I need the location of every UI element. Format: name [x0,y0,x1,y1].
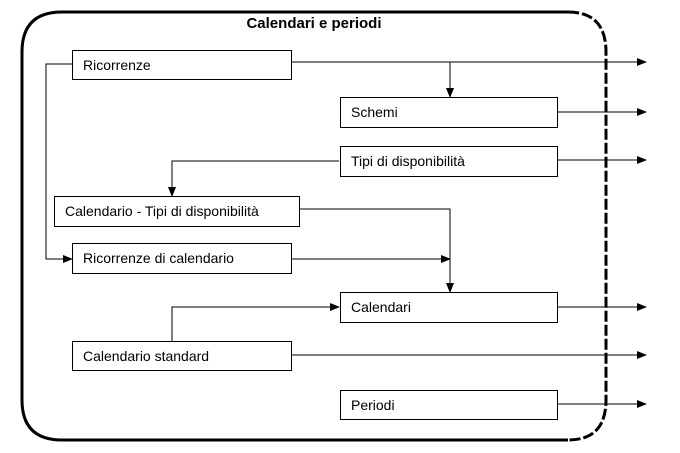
node-calendario-tipi-di-disponibilita: Calendario - Tipi di disponibilità [54,196,300,227]
connector-standard-calendari [171,303,340,341]
node-tipi-di-disponibilita: Tipi di disponibilità [340,146,558,177]
node-ricorrenze: Ricorrenze [72,50,292,80]
node-calendari: Calendari [340,292,558,323]
connector-calendario-tipi-calendari [300,208,454,293]
frame-border [20,10,568,442]
connector-tipi-calendario-tipi [168,160,339,197]
node-periodi: Periodi [340,390,558,420]
connector-ricorrenze-ricorrenze-calendario [45,63,73,263]
diagram-title: Calendari e periodi [246,15,382,32]
frame-border-dashed [567,10,608,442]
node-schemi: Schemi [340,97,558,128]
node-calendario-standard: Calendario standard [72,341,292,371]
node-ricorrenze-di-calendario: Ricorrenze di calendario [72,243,292,274]
